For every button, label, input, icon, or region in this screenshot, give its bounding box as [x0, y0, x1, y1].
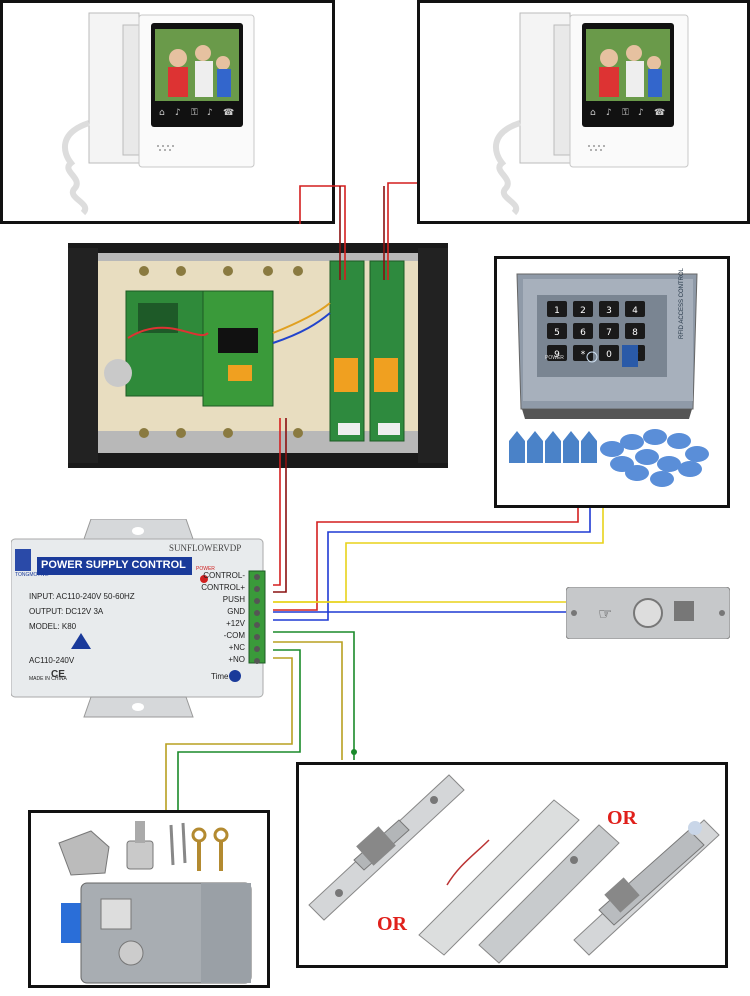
keypad-key-label: 9 — [554, 350, 560, 360]
electric-rim-lock — [58, 821, 252, 984]
psu-terminal-label: GND — [227, 607, 245, 616]
wire-keypad-blue — [273, 508, 591, 621]
electric-strike-lock — [308, 774, 465, 921]
keypad-key[interactable] — [625, 323, 645, 339]
keypad-key[interactable] — [599, 345, 619, 361]
monitor-button-1: ⌂ — [159, 108, 165, 118]
keypad-key[interactable] — [573, 301, 593, 317]
rfid-key-fobs — [509, 429, 709, 487]
monitor-button-3: ⚿ — [191, 108, 198, 118]
psu-terminal-label: CONTROL+ — [201, 583, 245, 592]
keypad-key-label: 0 — [606, 350, 612, 360]
psu-power-label: POWER — [196, 566, 215, 572]
keypad-key[interactable] — [547, 345, 567, 361]
monitor-box-left: ⌂ ♪ ⚿ ♪ ☎ — [0, 0, 335, 224]
svg-text:☎: ☎ — [654, 108, 665, 118]
keypad-key-label: 2 — [580, 306, 586, 316]
monitor-button-5: ☎ — [223, 108, 234, 118]
psu-terminal-label: +12V — [226, 619, 245, 628]
keypad-key-label: 3 — [606, 306, 612, 316]
wire-board-psu — [273, 418, 281, 586]
monitor-button-2: ♪ — [175, 108, 181, 118]
keypad-key[interactable] — [573, 345, 593, 361]
wire-monitor-left — [299, 185, 346, 280]
keypad-key[interactable] — [573, 323, 593, 339]
power-supply-control: TONGMOTIVE POWER SUPPLY CONTROL SUNFLOWE… — [11, 519, 271, 719]
psu-made: MADE IN CHINA — [29, 676, 67, 682]
monitor-box-right: ⌂ ♪ ⚿ ♪ ☎ — [417, 0, 750, 224]
exit-push-button: ☞ — [566, 587, 730, 639]
psu-sunflower: SUNFLOWERVDP — [169, 543, 242, 553]
svg-text:☞: ☞ — [598, 604, 612, 623]
psu-time: Time — [211, 672, 229, 681]
keypad-key-label: 5 — [554, 328, 560, 338]
controller-board — [68, 243, 448, 468]
psu-ac: AC110-240V — [29, 656, 75, 665]
psu-terminal-label: -COM — [223, 631, 245, 640]
psu-brand: TONGMOTIVE — [15, 572, 49, 578]
psu-output: OUTPUT: DC12V 3A — [29, 607, 104, 616]
psu-terminal-label: +NC — [228, 643, 245, 652]
svg-text:⚿: ⚿ — [622, 108, 629, 118]
keypad-key-label: 6 — [580, 328, 586, 338]
lock-options-box: OR OR — [296, 762, 728, 968]
keypad-key-label: 7 — [606, 328, 612, 338]
video-monitor-left: ⌂ ♪ ⚿ ♪ ☎ — [62, 12, 255, 216]
rim-lock-box — [28, 810, 270, 988]
wire-monitor-right — [387, 182, 417, 280]
wire-lock-green-1 — [273, 631, 355, 760]
video-monitor-right: ⌂ ♪ ⚿ ♪ ☎ — [493, 12, 689, 216]
wire-keypad-red — [273, 508, 579, 611]
ce-mark: CE — [51, 669, 65, 680]
psu-terminal-label: CONTROL- — [203, 571, 245, 580]
keypad-key-label: 1 — [554, 306, 560, 316]
keypad-key-label: 8 — [632, 328, 638, 338]
monitor-button-4: ♪ — [207, 108, 213, 118]
psu-model: MODEL: K80 — [29, 622, 77, 631]
wire-lock-olive-1 — [273, 641, 343, 760]
keypad-key[interactable] — [547, 323, 567, 339]
svg-text:♪: ♪ — [638, 108, 644, 118]
psu-input: INPUT: AC110-240V 50-60HZ — [29, 592, 135, 601]
wire-lock-olive-2 — [165, 657, 293, 810]
keypad-key-label: 4 — [632, 306, 638, 316]
psu-terminal-label: PUSH — [222, 595, 245, 604]
or-label-1: OR — [377, 913, 407, 935]
svg-text:⌂: ⌂ — [590, 108, 596, 118]
keypad-power-label: POWER — [545, 355, 564, 361]
keypad-key[interactable] — [625, 301, 645, 317]
svg-text:♪: ♪ — [606, 108, 612, 118]
magnetic-lock — [418, 799, 620, 964]
wire-lock-green-2 — [177, 649, 301, 810]
keypad-key[interactable] — [547, 301, 567, 317]
keypad-key-label: * — [581, 350, 586, 360]
keypad-key[interactable] — [599, 301, 619, 317]
lock-options — [308, 774, 720, 964]
psu-terminal-label: +NO — [228, 655, 245, 664]
electric-bolt-lock — [573, 819, 720, 956]
psu-title: POWER SUPPLY CONTROL — [41, 559, 186, 571]
keypad-side-text: RFID ACCESS CONTROL — [679, 267, 685, 339]
or-label-2: OR — [607, 807, 637, 829]
keypad-key[interactable] — [599, 323, 619, 339]
